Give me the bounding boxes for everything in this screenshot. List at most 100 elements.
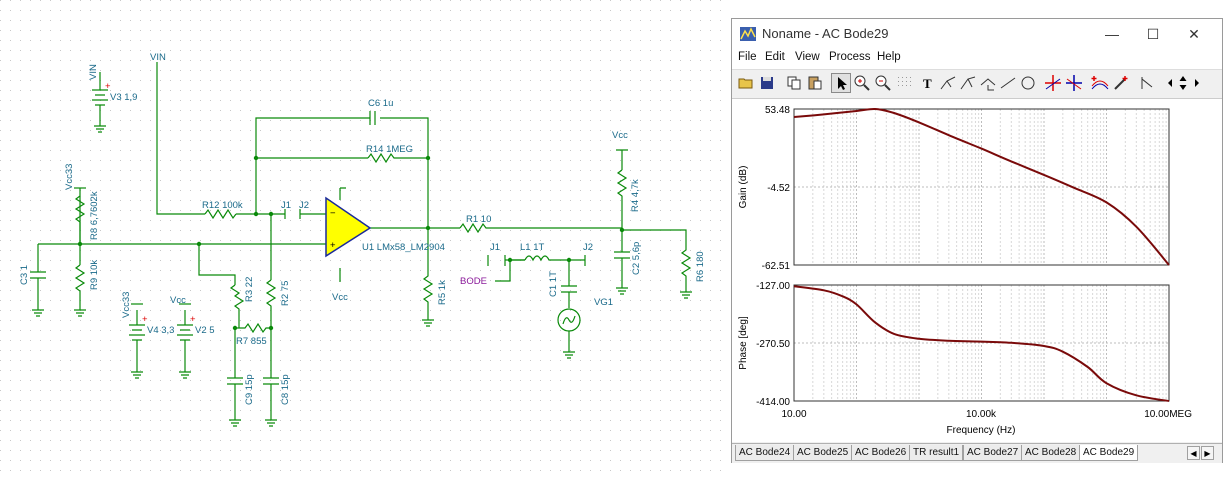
close-button[interactable]: ✕ (1188, 26, 1200, 42)
phase-plot-frame (793, 284, 1170, 402)
cursor-b-cross-icon[interactable] (1064, 73, 1084, 93)
u1-label: U1 LMx58_LM2904 (362, 242, 445, 253)
minimize-button[interactable]: — (1105, 26, 1119, 42)
r3-label: R3 22 (244, 277, 255, 302)
v3-label: V3 1,9 (110, 92, 137, 103)
vcc-bottom-label: Vcc (170, 295, 186, 306)
scroll-updown-icon[interactable] (1173, 73, 1187, 93)
tab-ac-bode27[interactable]: AC Bode27 (963, 445, 1023, 461)
bode-window: Noname - AC Bode29 — ☐ ✕ File Edit View … (731, 18, 1223, 463)
x-axis-label: Frequency (Hz) (947, 425, 1016, 436)
menu-bar: File Edit View Process Help (732, 49, 1222, 69)
tab-ac-bode26[interactable]: AC Bode26 (851, 445, 911, 461)
text-icon[interactable]: T (918, 73, 938, 93)
svg-text:+: + (105, 81, 111, 92)
c8-label: C8 15p (280, 374, 291, 405)
tab-ac-bode29[interactable]: AC Bode29 (1079, 445, 1139, 461)
phase-grid (793, 285, 1169, 401)
v4-label: V4 3,3 (147, 325, 174, 336)
line-icon[interactable] (998, 73, 1018, 93)
r8-label: R8 6,7602k (89, 191, 100, 240)
l1-label: L1 1T (520, 242, 544, 253)
menu-edit[interactable]: Edit (765, 51, 785, 63)
arrow-icon[interactable] (1137, 73, 1157, 93)
menu-help[interactable]: Help (877, 51, 901, 63)
gain-tick-min: -62.51 (762, 261, 791, 272)
c3-label: C3 1 (19, 265, 30, 285)
v2-label: V2 5 (195, 325, 215, 336)
x-tick-2: 10.00MEG (1144, 409, 1192, 420)
r5-label: R5 1k (437, 280, 448, 305)
c1-label: C1 1T (548, 271, 559, 297)
x-tick-1: 10.00k (966, 409, 997, 420)
r14-label: R14 1MEG (366, 144, 413, 155)
result-tabs: AC Bode24 AC Bode25 AC Bode26 TR result1… (732, 443, 1222, 463)
zoom-in-icon[interactable] (852, 73, 872, 93)
open-icon[interactable] (736, 73, 756, 93)
copy-icon[interactable] (784, 73, 804, 93)
cursor-a-icon[interactable] (938, 73, 958, 93)
gain-grid (793, 109, 1169, 265)
vcc33-left-label: Vcc33 (64, 164, 75, 190)
svg-text:+: + (330, 240, 336, 251)
grid-icon[interactable] (894, 73, 914, 93)
gain-axis-label: Gain (dB) (738, 166, 749, 209)
window-titlebar[interactable]: Noname - AC Bode29 — ☐ ✕ (732, 19, 1222, 49)
paste-icon[interactable] (805, 73, 825, 93)
j2-left-label: J2 (299, 200, 309, 211)
cursor-b-icon[interactable] (958, 73, 978, 93)
phase-tick-min: -414.00 (756, 397, 790, 408)
j1-left-label: J1 (281, 200, 291, 211)
vg1-label: VG1 (594, 297, 613, 308)
r12-label: R12 100k (202, 200, 243, 211)
tab-scroll-left-icon[interactable]: ◀ (1187, 446, 1200, 460)
window-title: Noname - AC Bode29 (762, 26, 889, 41)
save-icon[interactable] (757, 73, 777, 93)
svg-text:T: T (923, 76, 932, 91)
circle-icon[interactable] (1018, 73, 1038, 93)
gain-tick-mid: -4.52 (767, 183, 790, 194)
bode-plot[interactable]: 53.48 -4.52 -62.51 -127.00 -270.50 -414.… (732, 99, 1222, 442)
zoom-out-icon[interactable] (873, 73, 893, 93)
menu-process[interactable]: Process (829, 51, 871, 63)
cursor-a-cross-icon[interactable] (1043, 73, 1063, 93)
bode-label: BODE (460, 276, 487, 287)
tab-tr-result1[interactable]: TR result1 (909, 445, 964, 461)
vcc-right-label: Vcc (612, 130, 628, 141)
c9-label: C9 15p (244, 374, 255, 405)
bode-plot-area[interactable]: 53.48 -4.52 -62.51 -127.00 -270.50 -414.… (732, 99, 1222, 442)
opamp-symbol[interactable] (325, 196, 372, 258)
r9-label: R9 10k (89, 260, 100, 290)
svg-text:+: + (142, 314, 148, 325)
tab-ac-bode28[interactable]: AC Bode28 (1021, 445, 1081, 461)
r1-label: R1 10 (466, 214, 491, 225)
menu-file[interactable]: File (738, 51, 757, 63)
vin-source-label: VIN (88, 64, 99, 80)
probe-icon[interactable] (1111, 73, 1131, 93)
gain-plot-frame (793, 108, 1170, 266)
maximize-button[interactable]: ☐ (1146, 26, 1160, 42)
marker-icon[interactable] (978, 73, 998, 93)
pointer-icon[interactable] (831, 73, 851, 93)
r4-label: R4 4,7k (630, 179, 641, 212)
phase-axis-label: Phase [deg] (738, 316, 749, 370)
scroll-left-icon[interactable] (1160, 73, 1172, 93)
schematic-canvas[interactable]: − + VIN VIN V3 1,9 C6 1u R14 1MEG Vcc33 … (0, 0, 730, 480)
gain-tick-max: 53.48 (765, 105, 790, 116)
add-curve-icon[interactable] (1090, 73, 1110, 93)
gain-curve (793, 107, 1170, 266)
c2-label: C2 5,6p (631, 242, 642, 275)
scroll-right-icon[interactable] (1187, 73, 1199, 93)
tab-scroll-right-icon[interactable]: ▶ (1201, 446, 1214, 460)
tab-ac-bode24[interactable]: AC Bode24 (735, 445, 795, 461)
vcc-opamp-label: Vcc (332, 292, 348, 303)
app-icon (740, 27, 756, 41)
c6-label: C6 1u (368, 98, 393, 109)
toolbar: T (732, 69, 1222, 99)
tab-ac-bode25[interactable]: AC Bode25 (793, 445, 853, 461)
r6-label: R6 180 (695, 251, 706, 282)
vin-label: VIN (150, 52, 166, 63)
phase-curve (793, 285, 1170, 402)
menu-view[interactable]: View (795, 51, 820, 63)
r7-label: R7 855 (236, 336, 267, 347)
